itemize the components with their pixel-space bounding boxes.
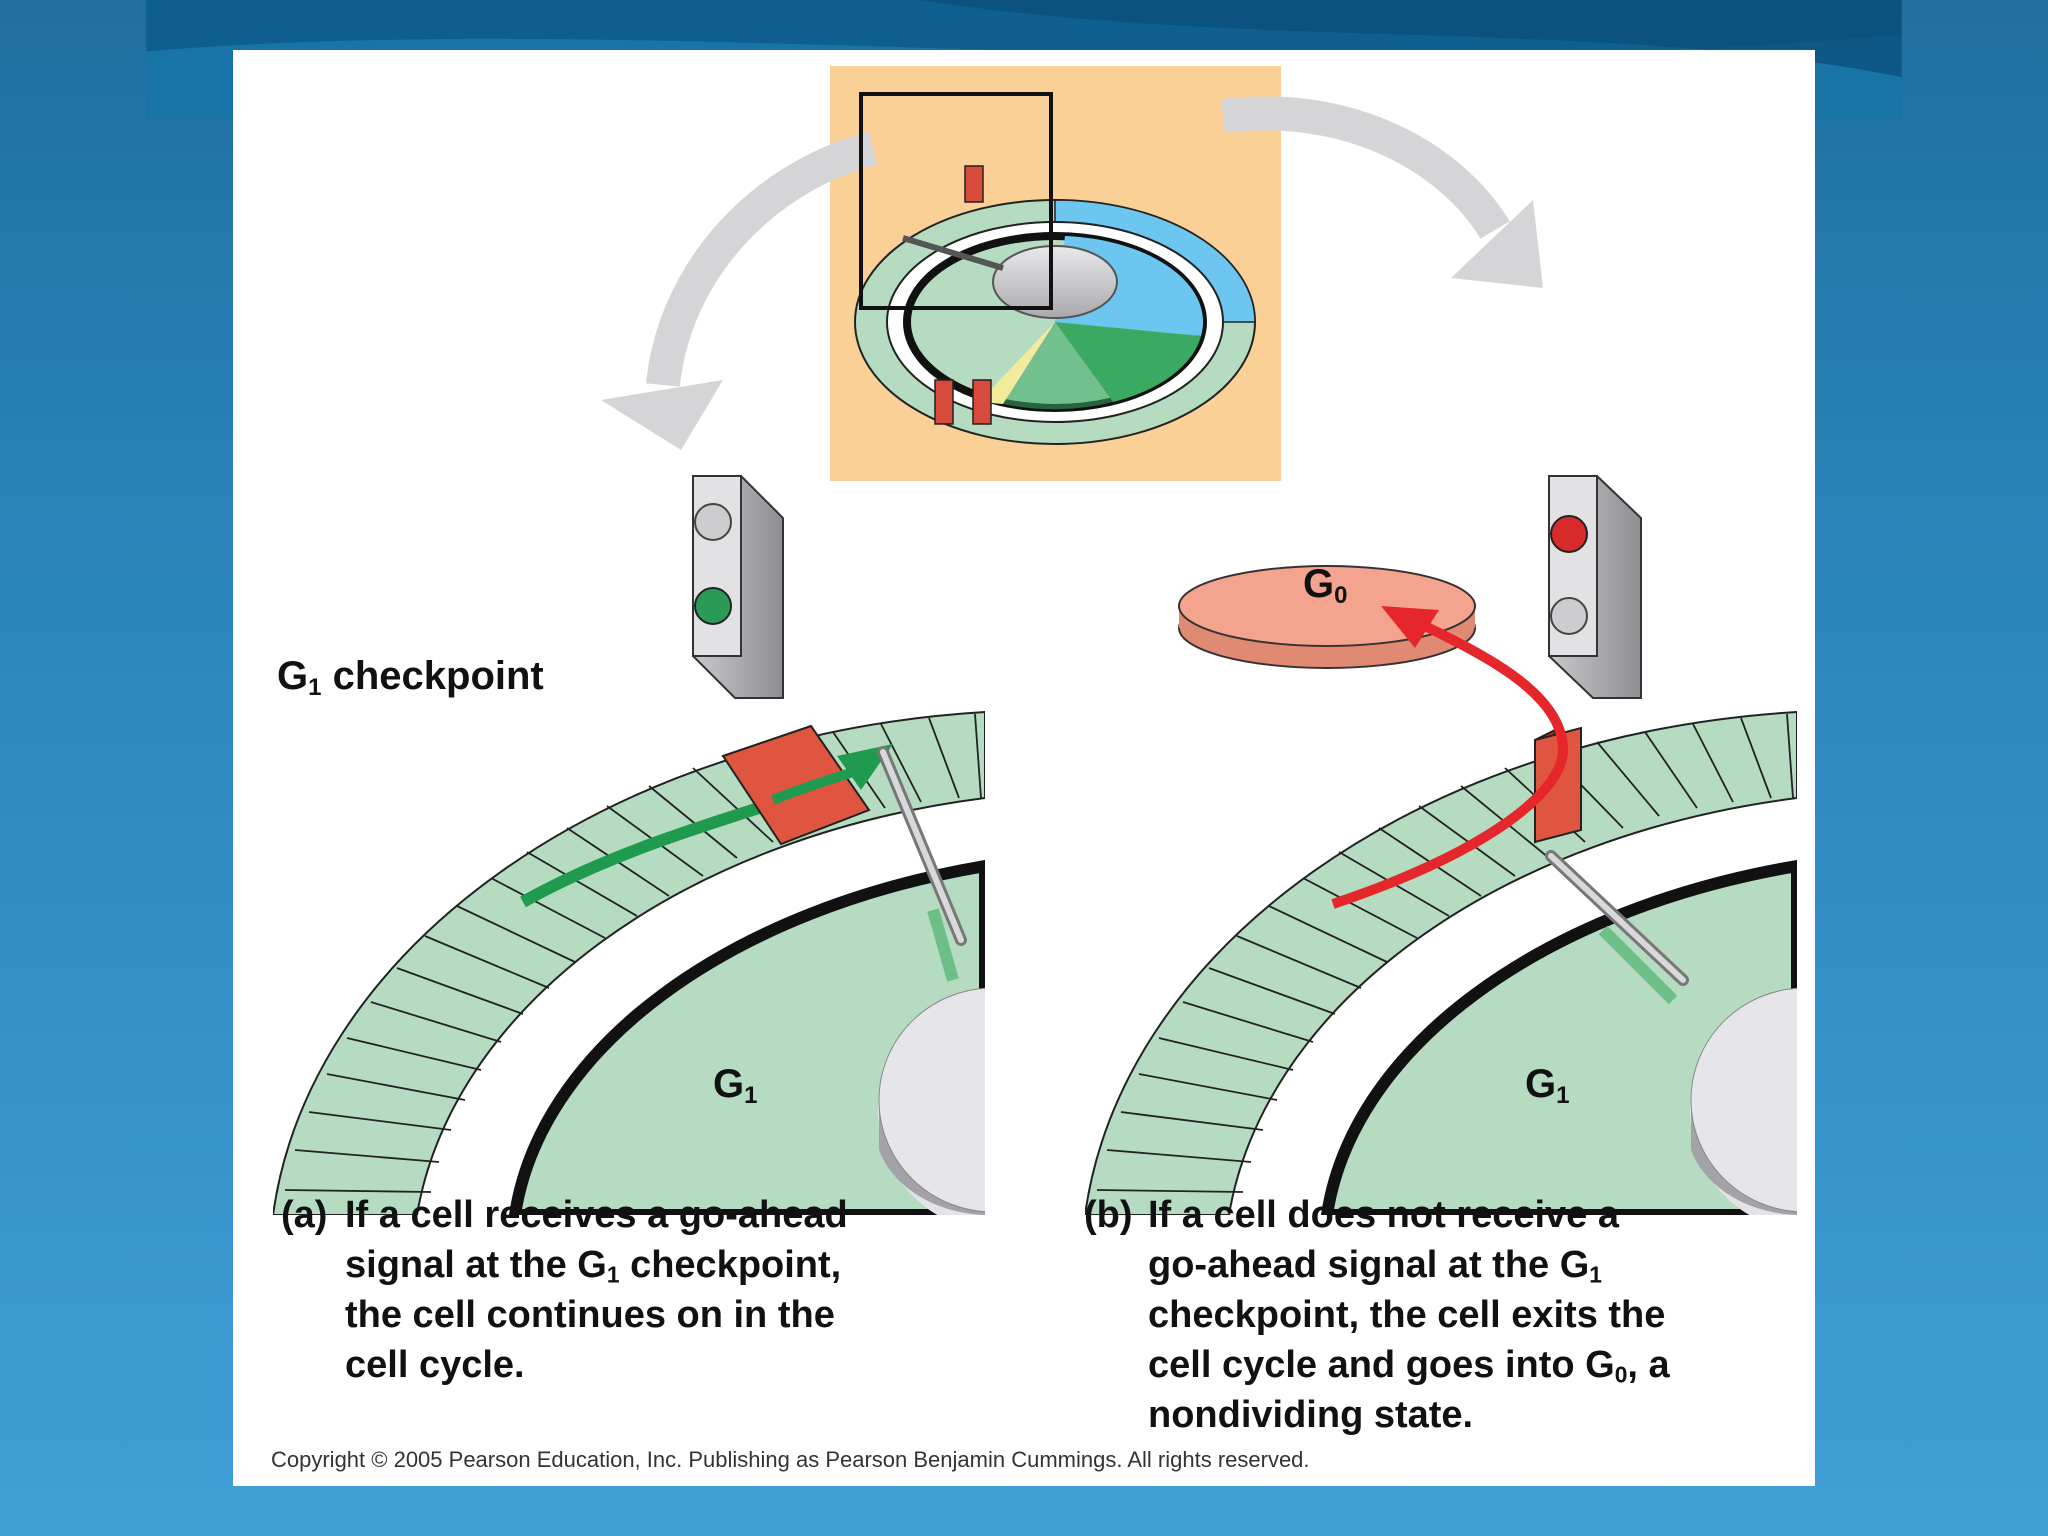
caption-a-line1: If a cell receives a go-ahead [345, 1194, 848, 1236]
caption-a-letter: (a) [281, 1194, 328, 1236]
panel-b-cell-cycle [1085, 710, 1797, 1215]
g1-label-a: G1 [713, 1062, 758, 1109]
g1-label-b-main: G [1525, 1062, 1557, 1106]
caption-b: (b) If a cell does not receive a go-ahea… [1084, 1190, 1784, 1450]
g0-label-main: G [1303, 562, 1335, 606]
copyright-notice: Copyright © 2005 Pearson Education, Inc.… [271, 1447, 1310, 1472]
caption-a-line4: cell cycle. [345, 1344, 525, 1386]
checkpoint-label-main: G [277, 654, 309, 698]
checkpoint-gate-open [721, 724, 871, 846]
caption-b-line3: checkpoint, the cell exits the [1148, 1294, 1666, 1336]
g1-checkpoint-label: G1 checkpoint [277, 654, 544, 701]
caption-b-line4: cell cycle and goes into G0, a [1148, 1340, 1670, 1390]
caption-b-line2: go-ahead signal at the G1 [1148, 1240, 1670, 1290]
caption-b-line4-sub: 0 [1614, 1361, 1628, 1388]
g0-label-sub: 0 [1334, 582, 1348, 609]
caption-a-line2-sub: 1 [606, 1261, 620, 1288]
caption-a-line3: the cell continues on in the [345, 1294, 835, 1336]
caption-b-line5: nondividing state. [1148, 1394, 1474, 1436]
caption-a: (a) If a cell receives a go-ahead signal… [281, 1190, 941, 1400]
caption-b-line2-pre: go-ahead signal at the G [1148, 1244, 1590, 1286]
exit-to-g0-arrow [1331, 615, 1569, 909]
caption-b-line4-pre: cell cycle and goes into G [1148, 1344, 1615, 1386]
checkpoint-label-sub: 1 [308, 674, 322, 701]
caption-a-line2: signal at the G1 checkpoint, [345, 1240, 848, 1290]
figure-panel: G1 checkpoint G1 G1 G0 (a) If a cell rec… [233, 50, 1815, 1486]
caption-b-line2-sub: 1 [1589, 1261, 1602, 1288]
traffic-light-red-icon [1548, 475, 1642, 699]
inset-cell-cycle-overview [601, 66, 1543, 481]
caption-b-letter: (b) [1084, 1194, 1133, 1236]
caption-a-line2-pre: signal at the G [345, 1244, 607, 1286]
checkpoint-label-rest: checkpoint [321, 654, 544, 698]
g1-label-b-sub: 1 [1556, 1082, 1570, 1109]
g0-label: G0 [1303, 562, 1348, 609]
caption-b-line4-post: , a [1627, 1344, 1670, 1386]
gray-curved-arrow-icon [1220, 96, 1510, 240]
cell-cycle-illustration [273, 66, 1797, 1215]
g1-label-a-sub: 1 [744, 1082, 758, 1109]
traffic-light-green-icon [692, 475, 784, 699]
g1-label-b: G1 [1525, 1062, 1570, 1109]
g1-label-a-main: G [713, 1062, 745, 1106]
caption-b-line1: If a cell does not receive a [1148, 1194, 1619, 1236]
panel-a-cell-cycle [273, 710, 985, 1215]
gray-curved-arrow-icon [646, 131, 878, 387]
caption-a-line2-post: checkpoint, [619, 1244, 842, 1286]
